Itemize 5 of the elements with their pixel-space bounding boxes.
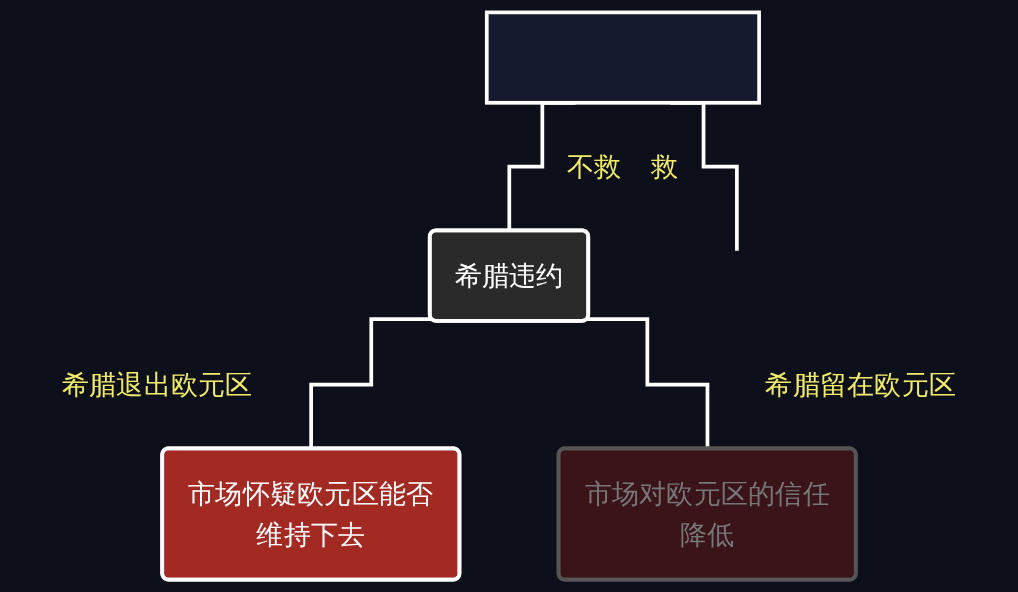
node-box	[484, 10, 761, 105]
edge-label: 不救	[567, 151, 622, 183]
edge-label: 希腊留在欧元区	[765, 369, 957, 401]
edge-label: 希腊退出欧元区	[61, 369, 253, 401]
edge-label: 救	[651, 151, 679, 183]
